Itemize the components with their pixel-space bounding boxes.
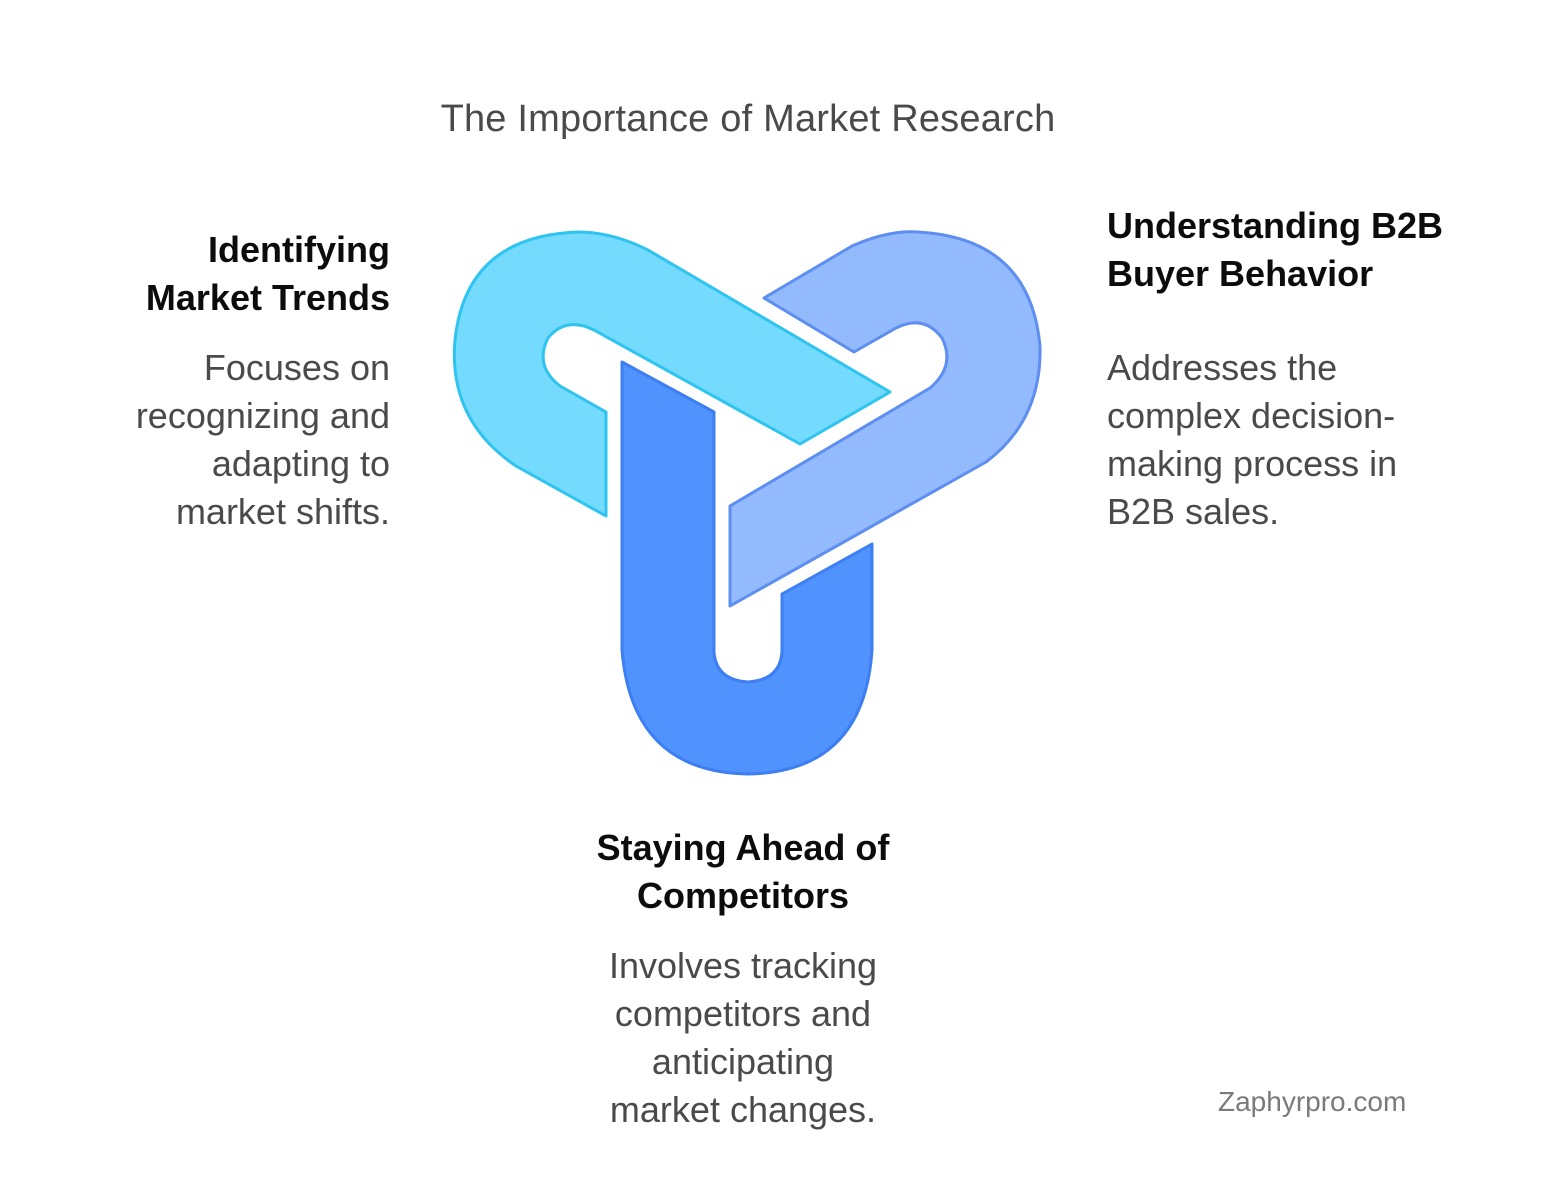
desc-line: Addresses the [1107,347,1338,388]
desc-line: B2B sales. [1107,491,1280,532]
heading-competitors-line2: Competitors [636,875,849,916]
heading-buyer-behavior-line1: Understanding B2B [1107,205,1444,246]
desc-line: market changes. [609,1089,877,1130]
desc-market-trends: Focuses on recognizing and adapting to m… [70,344,390,536]
watermark: Zaphyrpro.com [1218,1086,1407,1117]
heading-buyer-behavior: Understanding B2B Buyer Behavior [1107,202,1507,298]
desc-line: Focuses on [203,347,390,388]
heading-market-trends-line1: Identifying [208,229,390,270]
desc-line: anticipating [651,1041,835,1082]
desc-line: making process in [1107,443,1398,484]
desc-line: recognizing and [135,395,390,436]
loop-market-trends-shape [452,230,892,518]
heading-market-trends-line2: Market Trends [145,277,390,318]
desc-buyer-behavior: Addresses the complex decision- making p… [1107,344,1487,536]
desc-line: complex decision- [1107,395,1396,436]
page-title: The Importance of Market Research [440,98,1056,140]
heading-buyer-behavior-line2: Buyer Behavior [1107,253,1374,294]
loop-buyer-behavior-shape [728,230,1042,608]
heading-competitors-line1: Staying Ahead of [596,827,890,868]
loop-competitors-shape [620,360,874,776]
desc-line: Involves tracking [608,945,878,986]
desc-line: market shifts. [175,491,390,532]
desc-line: competitors and [614,993,872,1034]
heading-competitors: Staying Ahead of Competitors [543,824,943,920]
heading-market-trends: Identifying Market Trends [90,226,390,322]
desc-line: adapting to [211,443,390,484]
desc-competitors: Involves tracking competitors and antici… [543,942,943,1134]
